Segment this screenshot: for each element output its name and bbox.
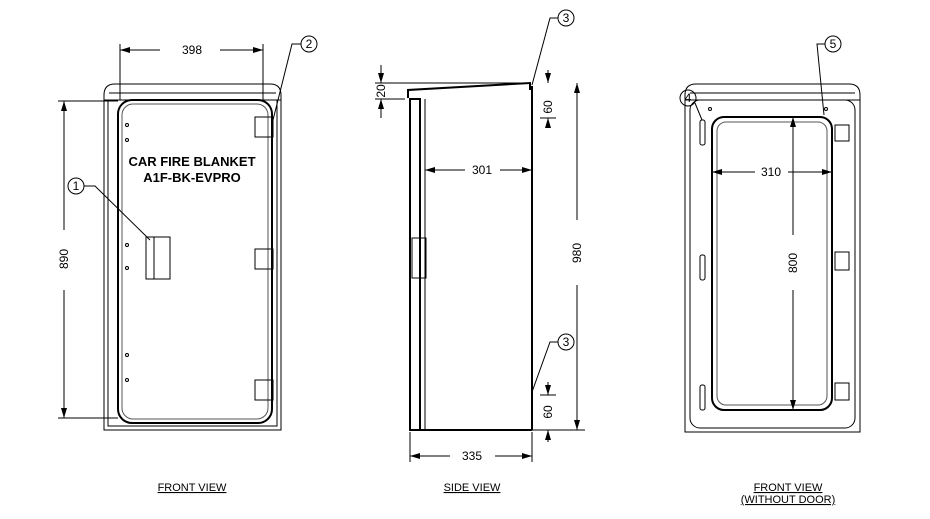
width-dimension: 398 xyxy=(182,43,202,57)
callout-4: 4 xyxy=(685,91,692,105)
front-view-label: FRONT VIEW xyxy=(158,482,227,494)
front-view-no-door-label: FRONT VIEW xyxy=(754,482,823,494)
inner-depth-dimension: 301 xyxy=(472,163,492,177)
hinge-top-dimension: 60 xyxy=(541,100,555,114)
callout-2: 2 xyxy=(306,37,313,51)
callout-1: 1 xyxy=(73,179,80,193)
product-code: A1F-BK-EVPRO xyxy=(143,170,241,185)
hinge-icon xyxy=(834,124,850,401)
side-view-label: SIDE VIEW xyxy=(444,482,501,494)
front-view-no-door-sublabel: (WITHOUT DOOR) xyxy=(741,494,836,506)
hinge-bottom-dimension: 60 xyxy=(541,405,555,419)
height-dimension: 890 xyxy=(57,249,71,269)
front-view-without-door: 310 800 4 5 FRONT VIEW (WITHOUT DOOR) xyxy=(679,35,861,506)
callout-5: 5 xyxy=(830,37,837,51)
opening-width-dimension: 310 xyxy=(761,165,781,179)
height-dimension: 980 xyxy=(570,243,584,263)
front-view: CAR FIRE BLANKET A1F-BK-EVPRO 398 890 1 … xyxy=(57,35,318,494)
product-name: CAR FIRE BLANKET xyxy=(128,154,255,169)
side-view: 20 60 301 980 60 335 3 3 SIDE VIEW xyxy=(374,9,585,494)
callout-3-bottom: 3 xyxy=(563,335,570,349)
top-dimension: 20 xyxy=(374,84,388,98)
callout-3-top: 3 xyxy=(563,11,570,25)
depth-dimension: 335 xyxy=(462,449,482,463)
hinge-icon xyxy=(254,116,274,401)
opening-height-dimension: 800 xyxy=(786,253,800,273)
door-handle xyxy=(145,236,171,280)
